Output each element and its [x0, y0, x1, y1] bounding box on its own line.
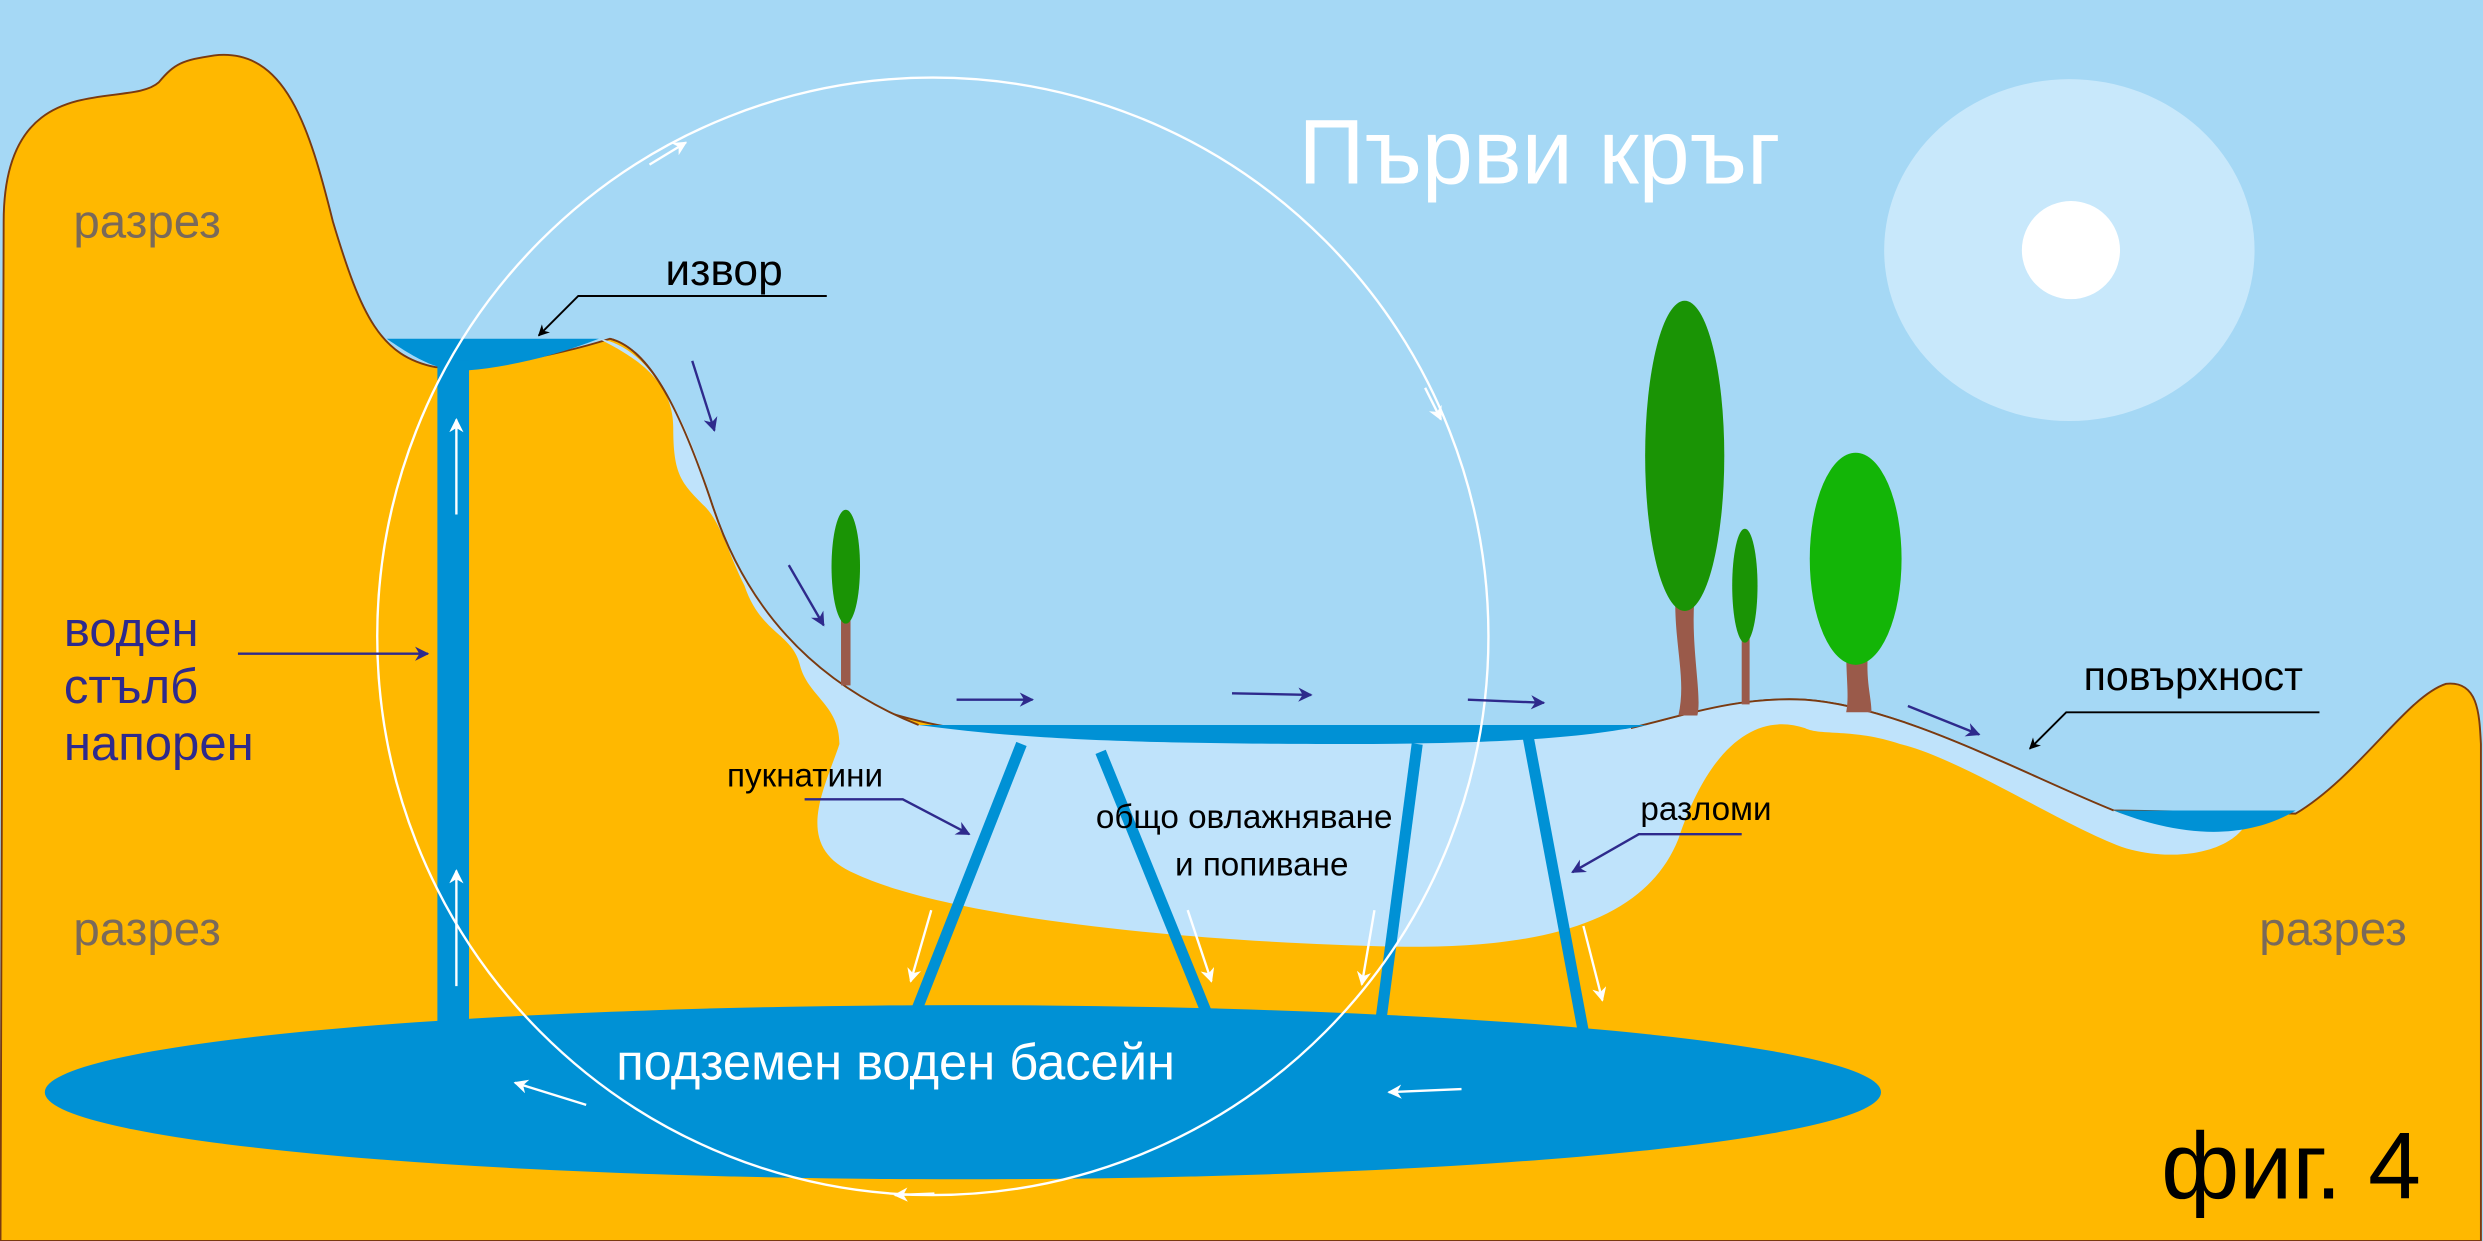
water-column-label-2: стълб — [64, 660, 198, 714]
right-lake — [2113, 810, 2296, 832]
wet-zone — [598, 338, 2249, 947]
section-label-bottom-left: разрез — [73, 903, 221, 956]
fissures — [910, 735, 1589, 1034]
diagram-title: Първи кръг — [1298, 102, 1780, 204]
pointer-lines — [537, 295, 2320, 750]
general-wetting-label-2: и попиване — [1175, 846, 1348, 883]
trees — [831, 300, 1902, 716]
underground-basin — [44, 1005, 1881, 1180]
cracks-label: пукнатини — [727, 758, 883, 795]
section-label-right: разрез — [2259, 903, 2407, 956]
surface-lake — [918, 724, 1647, 744]
general-wetting-label-1: общо овлажняване — [1096, 799, 1393, 836]
white-arrows — [449, 141, 1607, 1202]
water-column-label-1: воден — [64, 603, 199, 657]
surface-label: повърхност — [2084, 653, 2304, 699]
water-column — [437, 360, 470, 1029]
water-column-label-3: напорен — [64, 717, 254, 771]
figure-label: фиг. 4 — [2161, 1113, 2421, 1219]
faults-label: разломи — [1640, 791, 1771, 828]
flow-arrows — [237, 360, 1981, 874]
section-label-top-left: разрез — [73, 195, 221, 248]
cycle-circle — [376, 76, 1490, 1197]
spring-label: извор — [665, 246, 782, 295]
basin-label: подземен воден басейн — [616, 1034, 1175, 1091]
sun — [1884, 79, 2255, 422]
